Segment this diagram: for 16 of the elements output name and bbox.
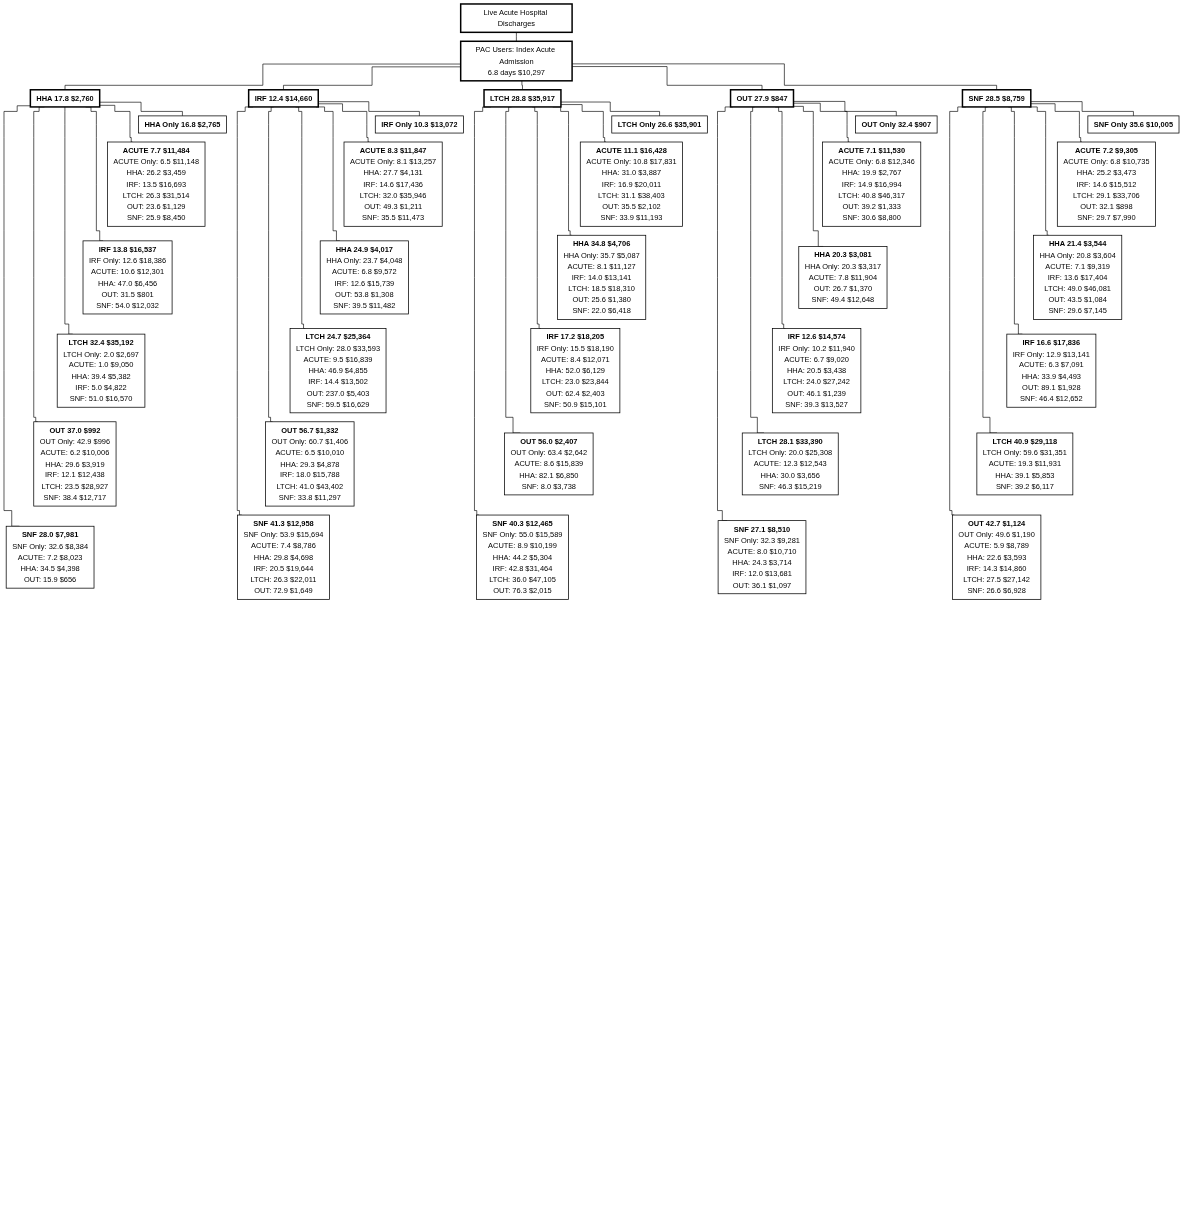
connector bbox=[531, 106, 542, 329]
connector bbox=[268, 106, 275, 423]
connector bbox=[1030, 101, 1134, 117]
connector bbox=[793, 102, 850, 143]
connector bbox=[283, 66, 461, 91]
connector bbox=[516, 32, 517, 42]
connector bbox=[99, 105, 133, 143]
connector bbox=[99, 101, 183, 117]
connector bbox=[793, 101, 897, 117]
connector bbox=[521, 80, 523, 91]
connector bbox=[64, 63, 461, 91]
connector bbox=[3, 105, 31, 527]
connector bbox=[560, 101, 660, 117]
connector bbox=[295, 106, 306, 329]
connector bbox=[560, 104, 607, 143]
connector bbox=[1030, 103, 1083, 143]
